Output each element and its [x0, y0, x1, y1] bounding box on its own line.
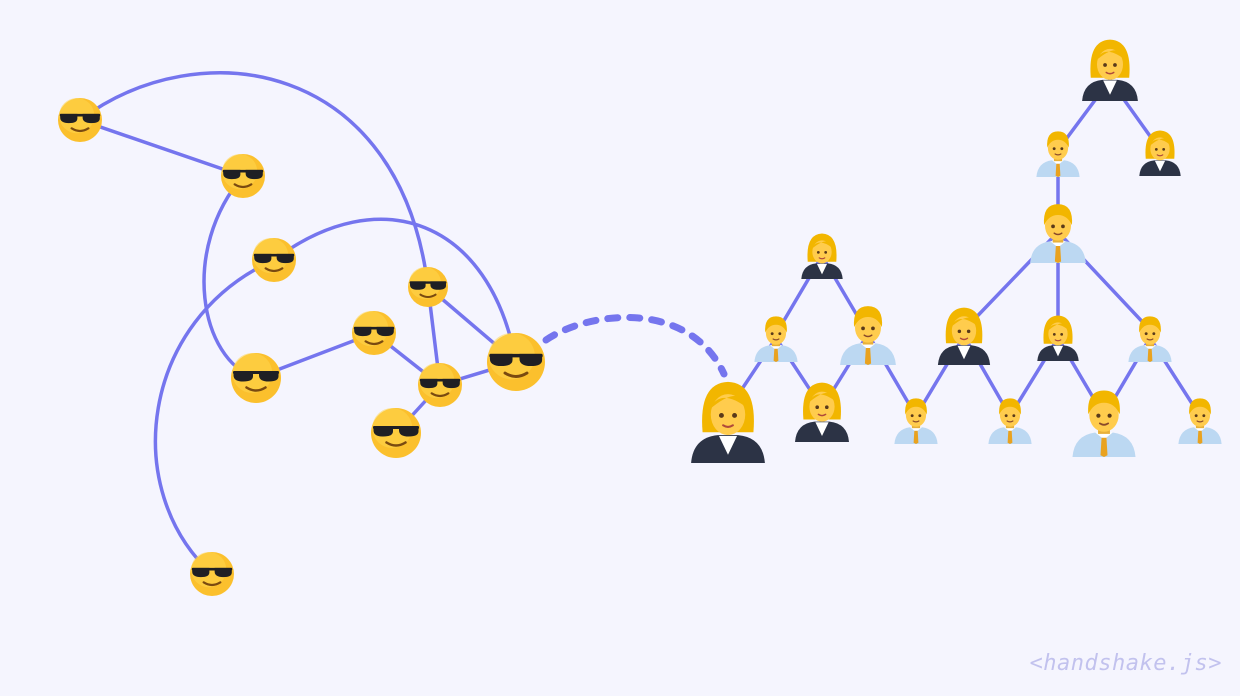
handshake-js-caption: <handshake.js>	[1029, 651, 1222, 676]
office-worker-man-icon	[1036, 131, 1080, 177]
office-worker-man-icon	[754, 316, 798, 362]
edges	[78, 71, 1202, 576]
sunglasses-face-icon	[231, 353, 281, 403]
office-worker-woman-icon	[691, 381, 765, 463]
sunglasses-face-icon	[352, 311, 396, 355]
sunglasses-face-icon	[190, 552, 234, 596]
office-worker-woman-icon	[1037, 315, 1079, 361]
network-edge	[202, 174, 258, 380]
office-worker-man-icon	[1128, 316, 1172, 362]
sunglasses-face-icon	[418, 363, 462, 407]
network-edge	[78, 118, 245, 178]
office-worker-man-icon	[1178, 398, 1222, 444]
office-worker-woman-icon	[937, 307, 991, 365]
office-worker-man-icon	[894, 398, 938, 444]
office-worker-woman-icon	[1139, 130, 1181, 176]
office-worker-woman-icon	[1082, 39, 1138, 101]
sunglasses-face-icon	[371, 408, 421, 458]
office-worker-man-icon	[1072, 390, 1136, 457]
office-worker-woman-icon	[801, 233, 843, 279]
sunglasses-face-icon	[252, 238, 296, 282]
office-worker-man-icon	[1030, 204, 1086, 263]
handshake-connector	[542, 313, 728, 378]
sunglasses-face-icon	[58, 98, 102, 142]
network-edge	[78, 71, 430, 289]
office-worker-man-icon	[840, 306, 896, 365]
office-worker-man-icon	[988, 398, 1032, 444]
network-edge	[272, 217, 518, 364]
nodes	[58, 39, 1222, 596]
network-edge	[153, 258, 276, 576]
sunglasses-face-icon	[487, 333, 545, 391]
sunglasses-face-icon	[408, 267, 448, 307]
office-worker-woman-icon	[795, 382, 849, 442]
sunglasses-face-icon	[221, 154, 265, 198]
